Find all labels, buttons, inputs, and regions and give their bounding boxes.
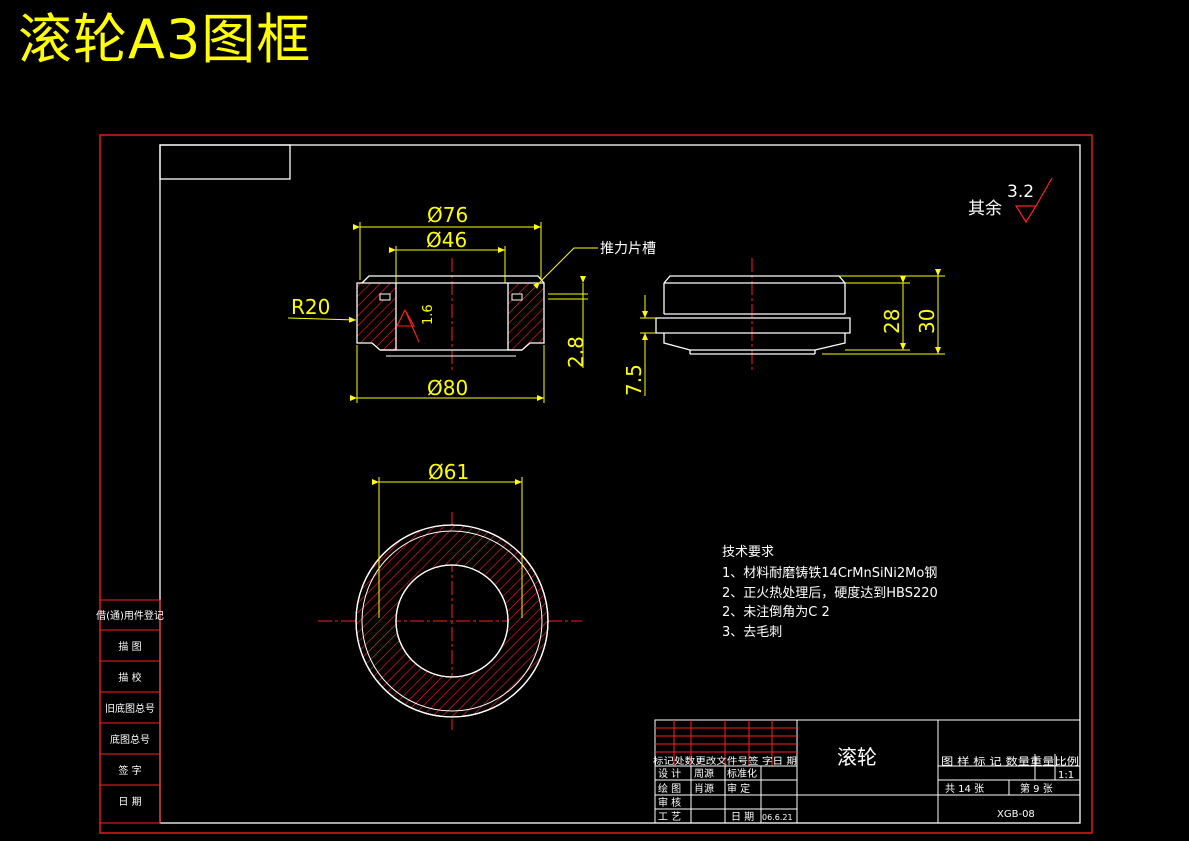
- inner-border: [159, 144, 1081, 824]
- dim-r20: R20: [291, 295, 330, 319]
- tech-notes: 技术要求 1、材料耐磨铸铁14CrMnSiNi2Mo钢 2、正火热处理后，硬度达…: [722, 545, 938, 640]
- surface-finish-label: 其余: [968, 199, 1002, 219]
- part-name: 滚轮: [837, 745, 877, 769]
- strip-label-5: 签 字: [118, 764, 141, 777]
- strip-label-1: 描 图: [118, 640, 141, 653]
- role-0: 设 计: [658, 767, 681, 780]
- strip-label-6: 日 期: [118, 796, 141, 808]
- role-1: 绘 图: [658, 782, 681, 795]
- surface-finish-value: 3.2: [1007, 182, 1034, 202]
- top-view: [318, 512, 582, 730]
- top-left-box: [159, 144, 291, 180]
- dim-d46: Ø46: [426, 228, 467, 252]
- revision-headers: 标记处数更改文件号签 字日 期: [653, 755, 797, 767]
- tech-item-3: 3、去毛刺: [722, 625, 782, 640]
- dim-d80: Ø80: [427, 376, 468, 400]
- ra-label: 1.6: [421, 304, 436, 325]
- dim-h75: 7.5: [622, 364, 646, 396]
- strip-label-0: 借(通)用件登记: [96, 609, 164, 622]
- tech-item-2: 2、未注倒角为C 2: [722, 605, 830, 620]
- role2-0: 标准化: [727, 767, 757, 780]
- dim-h28: 28: [880, 309, 904, 334]
- dim-d76: Ø76: [427, 203, 468, 227]
- role2-3: 日 期: [731, 811, 754, 823]
- dim-h28a: 2.8: [564, 336, 588, 368]
- name-1: 肖源: [694, 782, 714, 795]
- surface-finish-symbol: 3.2 其余: [968, 177, 1053, 224]
- right-headers: 图 样 标 记 数量重量比例: [941, 755, 1079, 768]
- dim-d61: Ø61: [428, 460, 469, 484]
- page-title: 滚轮A3图框: [18, 8, 312, 71]
- left-strip: [99, 599, 161, 824]
- groove-callout: 推力片槽: [600, 241, 656, 257]
- tech-title: 技术要求: [722, 545, 774, 560]
- tech-item-1: 2、正火热处理后，硬度达到HBS220: [722, 585, 938, 601]
- strip-label-2: 描 校: [118, 671, 141, 684]
- outer-border: [99, 134, 1093, 834]
- drawing-number: XGB-08: [997, 809, 1035, 820]
- role-3: 工 艺: [658, 811, 681, 823]
- name-0: 周源: [694, 767, 714, 780]
- role2-1: 审 定: [727, 782, 750, 795]
- tech-item-0: 1、材料耐磨铸铁14CrMnSiNi2Mo钢: [722, 565, 937, 581]
- side-view: [655, 258, 851, 372]
- role-2: 审 核: [658, 796, 681, 809]
- date-value: 06.6.21: [762, 813, 793, 822]
- section-view: 1.6: [356, 258, 545, 372]
- sheet-number: 第 9 张: [1020, 782, 1053, 795]
- scale: 1:1: [1058, 770, 1074, 781]
- title-block: [654, 719, 1081, 824]
- dim-h30: 30: [915, 309, 939, 334]
- strip-label-4: 底图总号: [110, 733, 150, 746]
- strip-label-3: 旧底图总号: [105, 702, 155, 715]
- sheet-count: 共 14 张: [945, 783, 984, 795]
